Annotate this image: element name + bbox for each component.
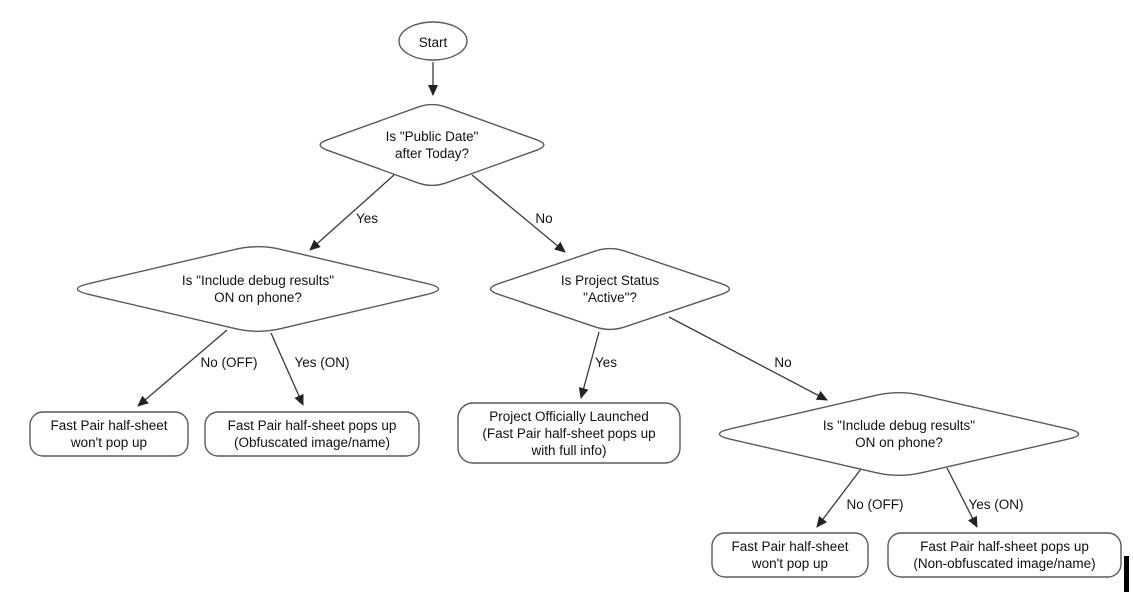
result-no-popup-right-shape	[711, 532, 869, 578]
decision-debug-left-shape	[76, 246, 440, 332]
result-non-obfuscated-shape	[887, 532, 1122, 578]
edge-debug-right-yes	[946, 467, 978, 528]
result-obfuscated-shape	[204, 411, 420, 457]
edge-status-yes	[578, 331, 600, 399]
result-launched-shape	[457, 402, 681, 464]
result-no-popup-left-shape	[29, 411, 189, 457]
edge-status-no	[668, 316, 828, 401]
edge-public-date-no	[471, 174, 566, 253]
edge-public-date-yes	[309, 174, 395, 251]
decision-public-date-shape	[319, 103, 545, 187]
text-cursor	[1124, 556, 1129, 592]
decision-project-status-shape	[489, 247, 731, 331]
start-terminator-shape	[398, 21, 468, 61]
edge-debug-left-yes	[270, 332, 304, 406]
edge-debug-left-no	[137, 329, 228, 407]
edge-debug-right-no	[816, 468, 862, 528]
decision-debug-right-shape	[718, 391, 1080, 477]
